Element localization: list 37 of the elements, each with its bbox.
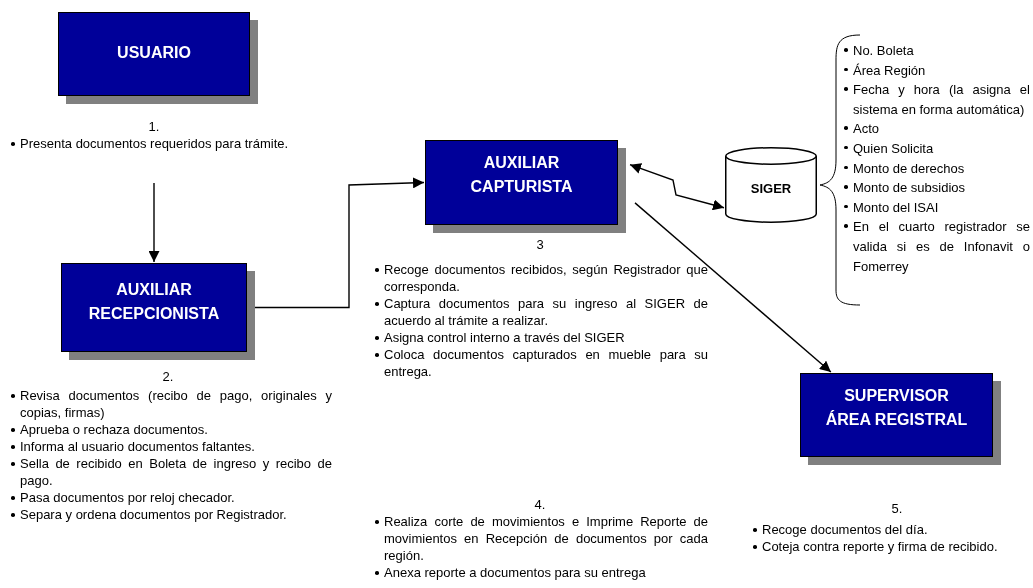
step-description: Realiza corte de movimientos e Imprime Reporte de movimientos en Recepción de documentos por cada región. (374, 513, 708, 564)
role-title: AUXILIAR RECEPCIONISTA (87, 280, 221, 324)
field-list-item: Monto de derechos (843, 158, 1030, 179)
arrow (148, 182, 160, 263)
field-list-item: Área Región (843, 60, 1030, 81)
step-description: Coteja contra reporte y firma de recibido. (752, 538, 1033, 555)
step-description: Presenta documentos requeridos para trámite. (10, 135, 350, 152)
field-list-item: En el cuarto registrador se valida si es de Infonavit o Fomerrey (843, 217, 1030, 277)
step-description: Aprueba o rechaza documentos. (10, 421, 332, 438)
step-description: Anexa reporte a documentos para su entrega (374, 564, 708, 581)
field-list-item: Monto del ISAI (843, 197, 1030, 218)
step-description: Revisa documentos (recibo de pago, originales y copias, firmas) (10, 387, 332, 421)
field-list-item: Monto de subsidios (843, 178, 1030, 198)
field-list-item: Fecha y hora (la asigna el sistema en forma automática) (843, 80, 1030, 120)
role-title: SUPERVISOR ÁREA REGISTRAL (824, 386, 969, 430)
field-list-item: Quien Solicita (843, 138, 1030, 159)
role-title: USUARIO (117, 43, 191, 63)
step-number: 4. (533, 497, 547, 513)
arrow (634, 202, 832, 373)
step-description: Recoge documentos recibidos, según Registrador que corresponda. (374, 261, 708, 295)
step-description: Informa al usuario documentos faltantes. (10, 438, 332, 455)
step-description: Captura documentos para su ingreso al SIGER de acuerdo al trámite a realizar. (374, 295, 708, 329)
step-description: Recoge documentos del día. (752, 521, 1033, 538)
step-number: 3 (535, 237, 545, 253)
step-number: 5. (890, 501, 904, 517)
role-title: AUXILIAR CAPTURISTA (469, 153, 574, 197)
step-description: Pasa documentos por reloj checador. (10, 489, 332, 506)
step-number: 1. (147, 119, 161, 135)
database-label: SIGER (749, 181, 793, 196)
step-description: Separa y ordena documentos por Registrador. (10, 506, 332, 523)
field-list-item: No. Boleta (843, 41, 1030, 61)
arrow (629, 163, 725, 211)
step-number: 2. (161, 369, 175, 385)
step-description: Asigna control interno a través del SIGER (374, 329, 708, 346)
step-description: Coloca documentos capturados en mueble para su entrega. (374, 346, 708, 380)
step-description: Sella de recibido en Boleta de ingreso y recibo de pago. (10, 455, 332, 489)
field-list-item: Acto (843, 119, 1030, 139)
